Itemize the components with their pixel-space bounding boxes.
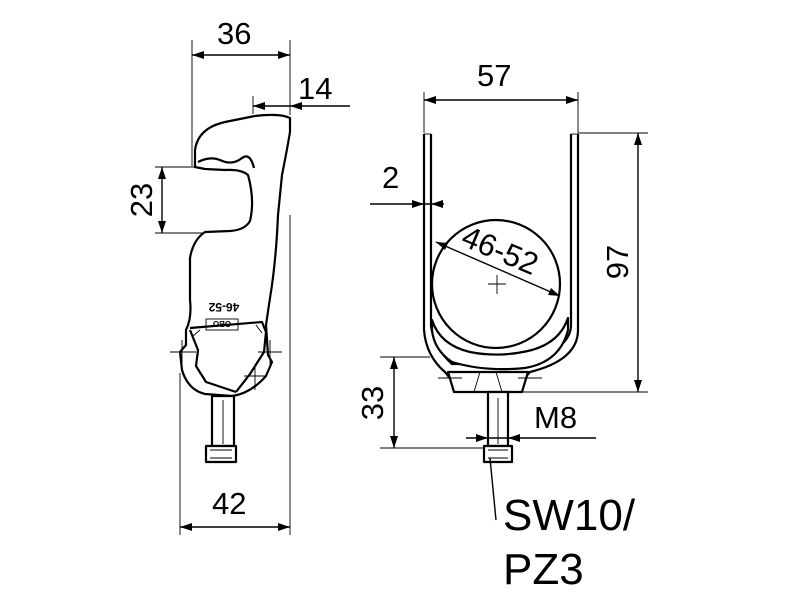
callout-drive-line1: SW10/ <box>503 491 636 540</box>
front-view: 46-52 57 2 97 33 <box>355 58 648 594</box>
dim-23: 23 <box>124 183 159 217</box>
dim-14: 14 <box>298 71 332 106</box>
dim-33: 33 <box>355 386 390 420</box>
dim-36: 36 <box>217 16 251 51</box>
dim-2: 2 <box>382 160 399 195</box>
front-clamp-block <box>446 370 530 394</box>
dim-thread: M8 <box>534 400 577 435</box>
callout-drive-line2: PZ3 <box>503 545 584 594</box>
part-marking-logo: OBO <box>213 319 231 328</box>
dim-cable-range: 46-52 <box>457 219 544 282</box>
dim-57: 57 <box>477 58 511 93</box>
part-marking-range: 46-52 <box>208 300 239 314</box>
dim-42: 42 <box>212 486 246 521</box>
side-view: 46-52 OBO 36 14 23 42 <box>124 16 350 535</box>
side-bolt-head <box>204 444 238 464</box>
dim-97: 97 <box>600 245 635 279</box>
cable-circle <box>430 218 562 350</box>
front-bolt-head <box>482 444 514 464</box>
